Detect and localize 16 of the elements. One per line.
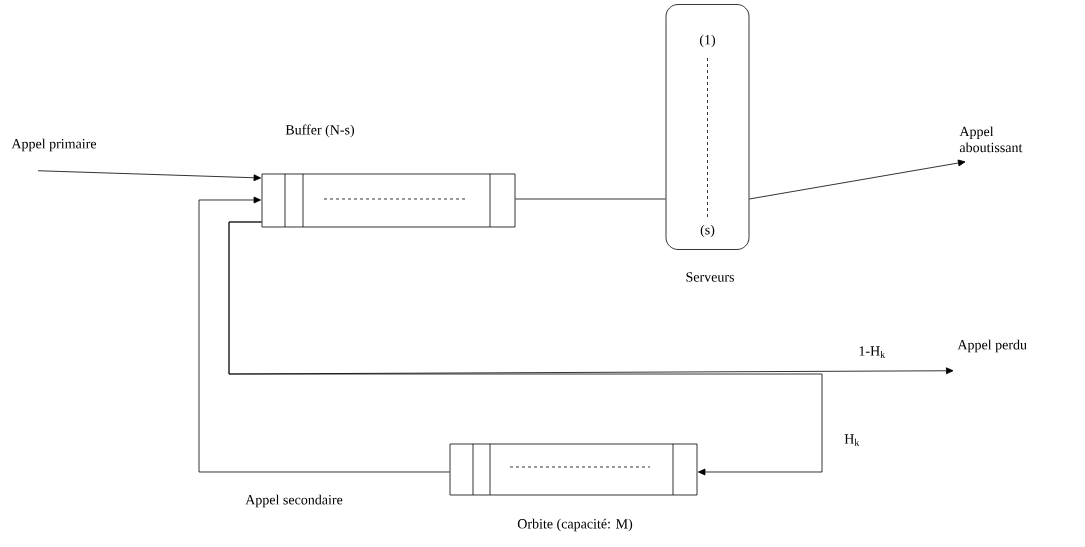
text-label: Appel aboutissant xyxy=(959,126,1023,153)
node-label: Orbite (capacité: M) xyxy=(517,518,633,532)
queue-drawing: Buffer (N-s) xyxy=(261,124,516,228)
node-label: Buffer (N-s) xyxy=(285,124,355,138)
arrow xyxy=(749,159,966,200)
arrow xyxy=(228,221,823,476)
server-drawing: (1) (s) Serveurs xyxy=(665,4,750,282)
node-label: Serveurs xyxy=(686,272,734,282)
text-label: Appel primaire xyxy=(11,138,97,152)
queue-drawing: Orbite (capacité: M) xyxy=(449,443,698,532)
edge-label: Appel secondaire xyxy=(244,493,344,509)
arrow xyxy=(198,196,450,473)
arrow xyxy=(37,170,261,182)
text-label: Appel perdu xyxy=(957,339,1027,353)
edge-label: H$_{k}$ xyxy=(843,433,861,447)
edge-label: 1-H$_{k}$ xyxy=(857,345,887,359)
